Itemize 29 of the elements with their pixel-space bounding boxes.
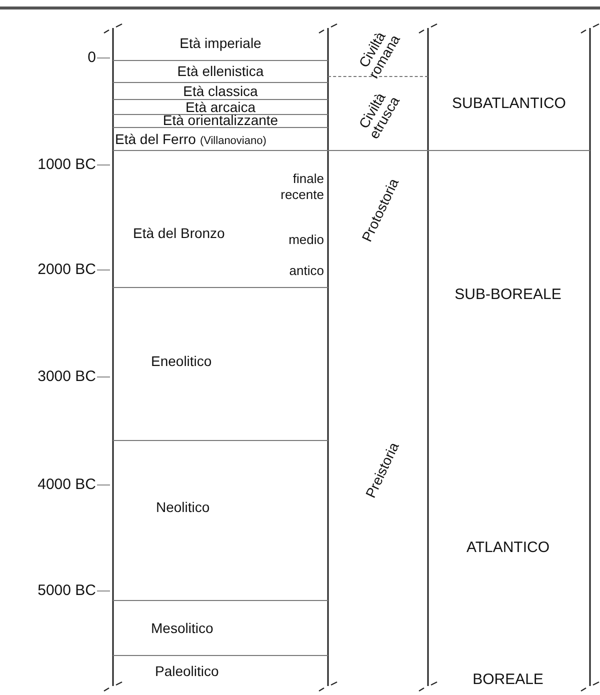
date-tick-label: 2000 BC	[38, 262, 96, 278]
date-tick-label: 5000 BC	[38, 583, 96, 599]
period-band	[113, 115, 328, 128]
climate-phase-label: BOREALE	[472, 672, 544, 688]
civilization-label: SUBATLANTICO	[451, 96, 567, 111]
date-tick-label: 1000 BC	[38, 157, 96, 173]
period-band	[113, 83, 328, 100]
climate-phase-label: ATLANTICO	[465, 540, 551, 556]
date-tick-label: 0	[88, 50, 96, 66]
period-label: Età ellenistica	[176, 64, 265, 79]
period-label: Età del Bronzo	[133, 226, 225, 241]
culture-label: (Villanoviano)	[200, 135, 266, 147]
period-label: Età orientalizzante	[162, 113, 280, 128]
period-label: Neolitico	[156, 500, 210, 515]
subphase-label: antico	[289, 263, 324, 278]
period-band	[113, 100, 328, 115]
date-tick-label: 4000 BC	[38, 477, 96, 493]
period-label: Eneolitico	[151, 354, 212, 369]
date-tick-label: 3000 BC	[38, 369, 96, 385]
subphase-label: medio	[288, 232, 324, 247]
period-label: Età del Ferro	[115, 131, 196, 147]
period-label: Età arcaica	[184, 100, 256, 115]
period-label: Mesolitico	[151, 621, 214, 636]
period-label: Età imperiale	[178, 36, 262, 51]
period-label: Età classica	[182, 84, 259, 99]
period-label: Paleolitico	[155, 664, 219, 679]
subphase-label: finale	[292, 171, 324, 186]
subphase-label: recente	[280, 187, 324, 202]
climate-phase-label: SUB-BOREALE	[454, 287, 562, 303]
